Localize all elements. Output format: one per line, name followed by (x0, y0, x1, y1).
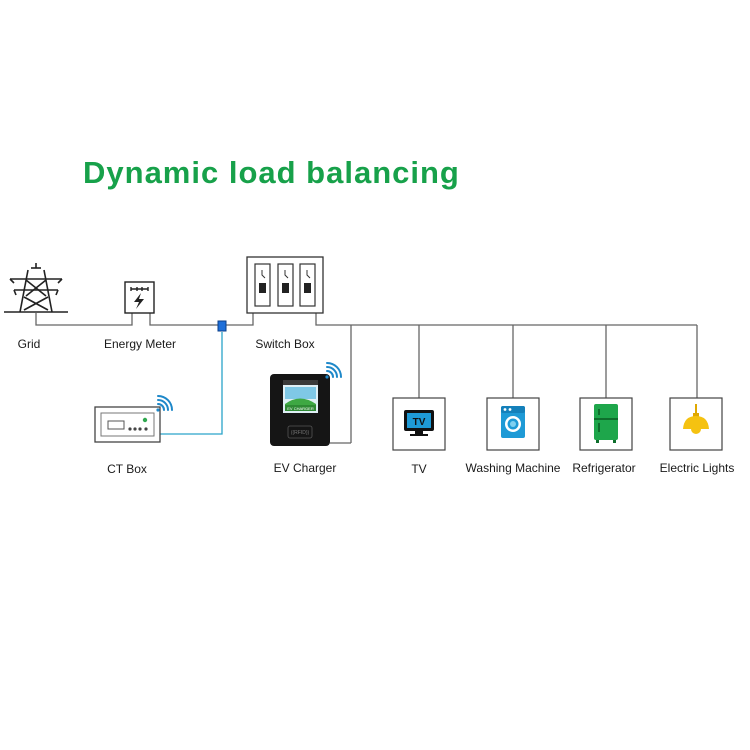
ev-charger-icon: EV CHARGER ((RFID)) (270, 374, 330, 446)
wire-meter-switch (149, 313, 254, 326)
ev-charger-wifi-icon (325, 362, 342, 379)
ev-charger-label: EV Charger (273, 461, 337, 475)
energy-meter-label: Energy Meter (103, 337, 177, 351)
wire-grid-meter (35, 313, 133, 326)
ct-wire (160, 332, 223, 435)
ct-box-wifi-icon (156, 395, 173, 412)
ev-charger-screen-text: EV CHARGER (287, 406, 314, 411)
ct-box-icon (94, 406, 161, 443)
energy-meter-icon (124, 281, 155, 314)
washing-machine-icon (501, 406, 525, 438)
tv-icon-text: TV (413, 417, 426, 428)
tv-label: TV (411, 462, 427, 476)
circuit-breaker-icon (246, 256, 324, 314)
lamp-icon (683, 404, 709, 434)
power-wires (35, 313, 698, 444)
refrigerator-label: Refrigerator (572, 461, 636, 475)
electric-lights-label: Electric Lights (659, 461, 735, 475)
refrigerator-icon (594, 404, 618, 443)
washing-machine-label: Washing Machine (465, 461, 561, 475)
wire-distribution-bus (315, 313, 697, 326)
grid-label: Grid (17, 337, 41, 351)
power-tower-icon (4, 263, 68, 313)
diagram-title: Dynamic load balancing (83, 155, 460, 190)
ev-charger-rfid-text: ((RFID)) (291, 430, 310, 436)
switch-box-label: Switch Box (255, 337, 315, 351)
ct-clamp-icon (217, 320, 227, 332)
ct-box-label: CT Box (107, 462, 147, 476)
refrigerator-box (579, 397, 633, 451)
tv-icon: TV (404, 410, 434, 436)
